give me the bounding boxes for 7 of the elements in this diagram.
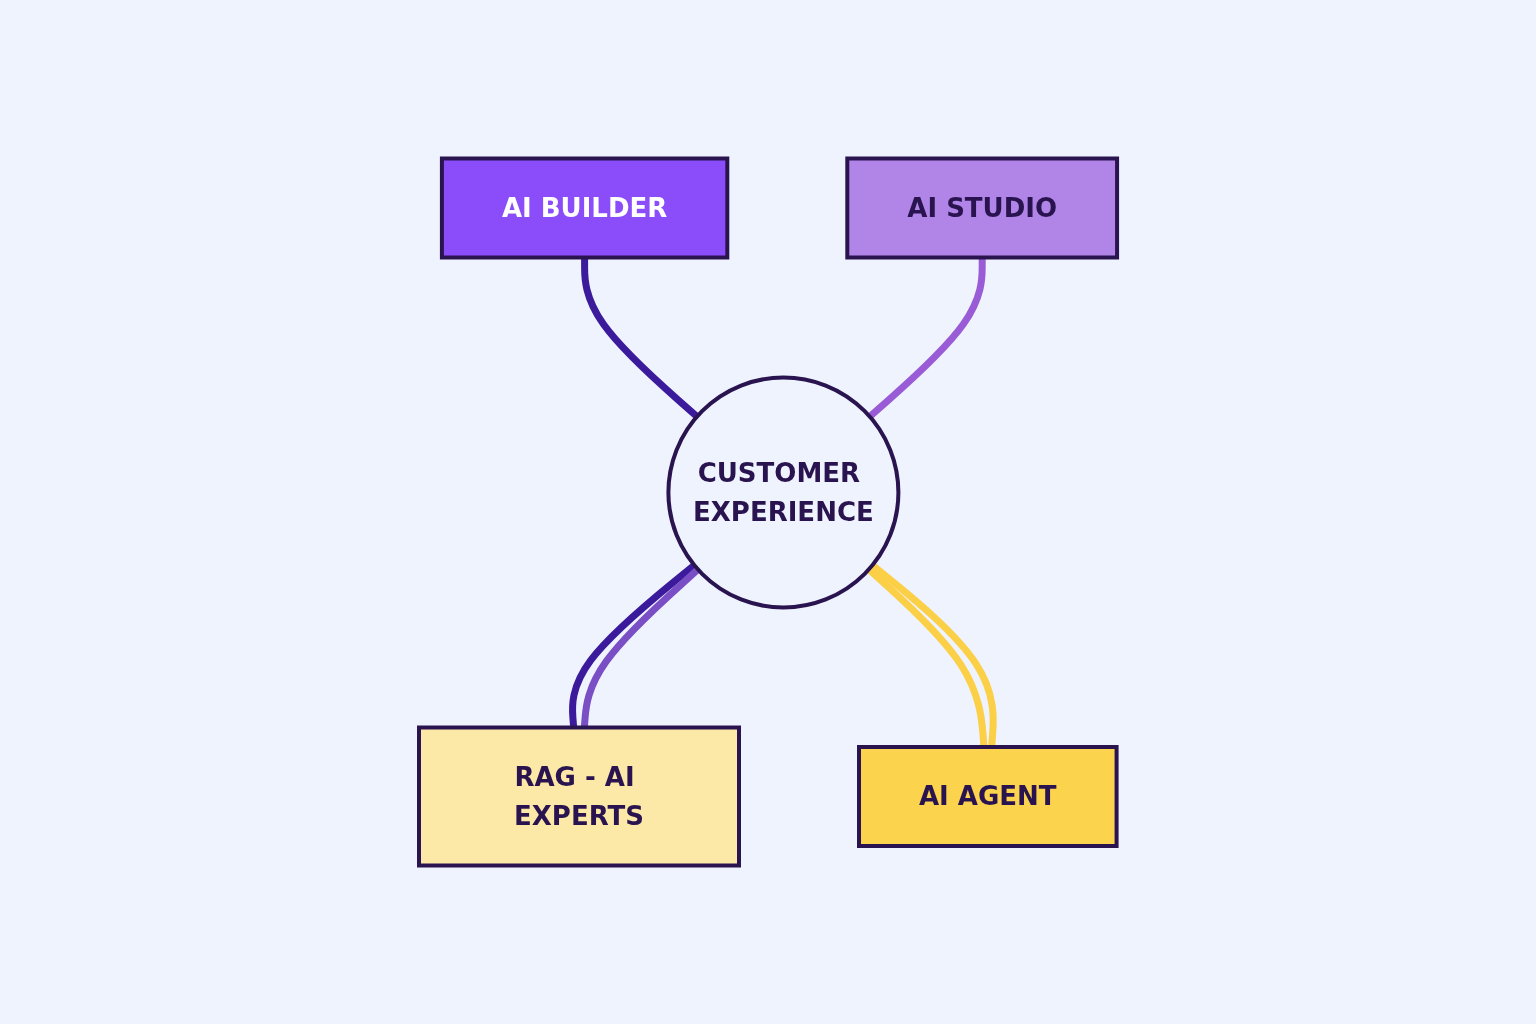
node-box: AI AGENT: [856, 745, 1119, 848]
connector: [867, 257, 986, 420]
connector: [581, 257, 700, 420]
node-box: AI STUDIO: [845, 156, 1120, 260]
node-box: RAG - AI EXPERTS: [416, 725, 741, 868]
node-circle: CUSTOMER EXPERIENCE: [666, 375, 901, 610]
node-box: AI BUILDER: [439, 156, 730, 260]
